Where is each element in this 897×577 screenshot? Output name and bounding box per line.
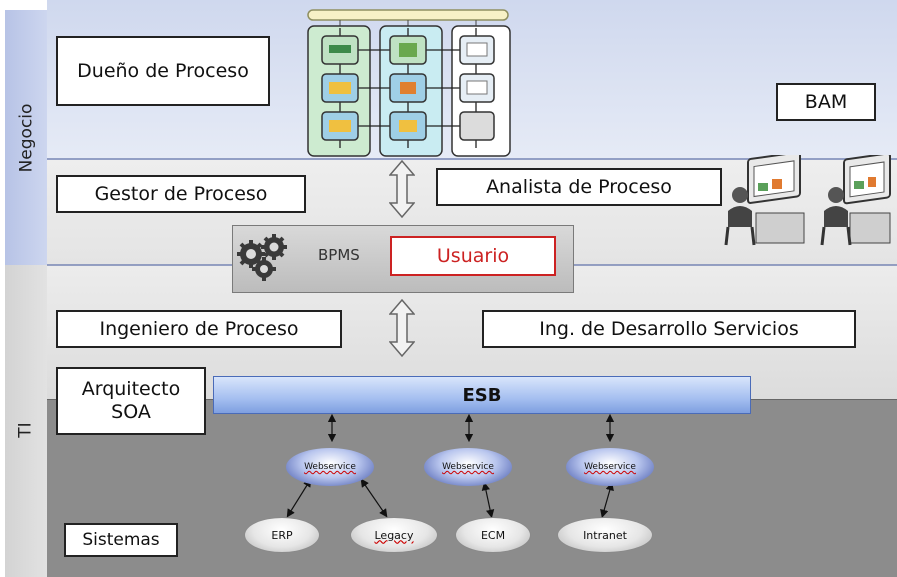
analyst-workstation-icon (820, 152, 892, 247)
gear-icon (234, 231, 296, 285)
negocio-label: Negocio (16, 103, 36, 172)
esb-bar: ESB (213, 376, 751, 414)
double-arrow-icon (388, 298, 416, 358)
ingeniero-de-proceso-box: Ingeniero de Proceso (56, 310, 342, 348)
bam-box: BAM (776, 83, 876, 121)
system-intranet: Intranet (557, 517, 653, 553)
analista-de-proceso-box: Analista de Proceso (436, 168, 722, 206)
arquitecto-soa-box: Arquitecto SOA (56, 367, 206, 435)
ing-desarrollo-servicios-box: Ing. de Desarrollo Servicios (482, 310, 856, 348)
gestor-de-proceso-box: Gestor de Proceso (56, 175, 306, 213)
webservice-node: Webservice (566, 448, 654, 486)
bpms-label: BPMS (318, 246, 360, 264)
ti-label: TI (16, 422, 36, 438)
ti-label-wrap: TI (5, 380, 47, 480)
webservice-node: Webservice (286, 448, 374, 486)
ti-side-panel (5, 265, 47, 577)
webservice-node: Webservice (424, 448, 512, 486)
dueno-de-proceso-box: Dueño de Proceso (56, 36, 270, 106)
system-ecm: ECM (455, 517, 531, 553)
sistemas-box: Sistemas (64, 523, 178, 557)
negocio-label-wrap: Negocio (5, 10, 47, 265)
process-board-icon (300, 8, 515, 158)
analyst-workstation-icon (722, 151, 806, 247)
double-arrow-icon (388, 159, 416, 219)
negocio-side-panel (5, 10, 47, 265)
band-separator (47, 158, 897, 160)
system-erp: ERP (244, 517, 320, 553)
usuario-box: Usuario (390, 236, 556, 276)
system-legacy: Legacy (350, 517, 438, 553)
connector-lines (213, 413, 773, 544)
